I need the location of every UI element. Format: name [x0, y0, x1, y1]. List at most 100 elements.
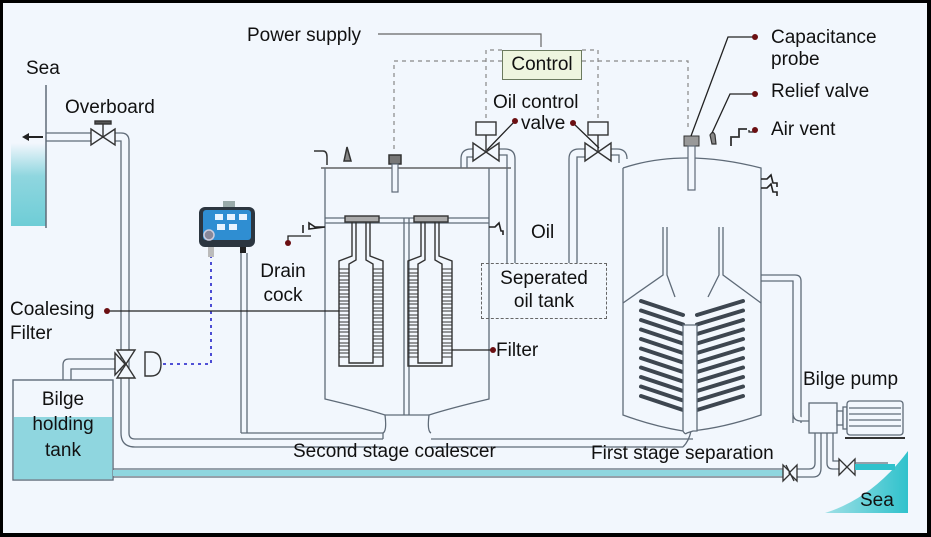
control-signal-lines	[393, 49, 689, 153]
three-way-valve-icon	[114, 349, 162, 379]
separated-oil-tank	[481, 263, 607, 319]
filter-rib	[338, 282, 350, 288]
coalescing-filter-element-right	[407, 215, 453, 367]
filter-rib	[407, 324, 419, 330]
oil-pipes	[460, 148, 628, 263]
separator-plate	[695, 308, 745, 327]
bilge-holding-tank-label-line2: holding	[32, 414, 94, 435]
filter-rib	[372, 303, 384, 309]
control-box: Control	[502, 50, 582, 80]
separator-plate	[695, 337, 745, 355]
separator-plate	[695, 365, 745, 384]
filter-rib	[441, 331, 453, 337]
oil-label: Oil	[531, 222, 555, 243]
power-supply-line	[378, 33, 542, 47]
separator-plate	[695, 356, 745, 374]
air-vent-icon	[730, 128, 747, 146]
bilge-suction-line	[113, 468, 783, 478]
discharge-valve-icon	[838, 457, 856, 477]
filter-label: Filter	[496, 340, 539, 361]
filter-rib	[338, 345, 350, 351]
filter-rib	[407, 289, 419, 295]
separator-plate	[695, 384, 745, 403]
central-downcomer	[682, 324, 698, 435]
oil-control-valve-label-line2: valve	[521, 113, 566, 134]
filter-rib	[338, 324, 350, 330]
filter-rib	[441, 324, 453, 330]
separator-plate	[639, 356, 685, 374]
filter-rib	[338, 352, 350, 358]
coalescer-top-fittings	[314, 146, 402, 193]
power-supply-label: Power supply	[247, 25, 362, 46]
filter-rib	[441, 310, 453, 316]
filter-rib	[441, 289, 453, 295]
drain-cock-icon	[302, 221, 504, 235]
separator-plate	[695, 394, 745, 412]
oil-control-valve-label-line1: Oil control	[493, 92, 579, 113]
three-way-valve-pipes	[62, 358, 115, 380]
coalesing-filter-label-line1: Coalesing	[10, 299, 95, 320]
filter-rib	[338, 275, 350, 281]
second-stage-coalescer	[321, 167, 693, 448]
separated-oil-tank-label-line2: oil tank	[513, 291, 575, 312]
filter-rib	[338, 268, 350, 274]
separator-plate	[639, 375, 685, 393]
overboard-pipe	[46, 132, 130, 433]
filter-rib	[407, 331, 419, 337]
filter-rib	[372, 282, 384, 288]
separator-plate	[695, 327, 745, 346]
separator-plate	[639, 346, 685, 365]
bilge-pump-label: Bilge pump	[803, 369, 899, 390]
pump-discharge-pipes	[797, 433, 839, 478]
separator-plate	[639, 318, 685, 336]
filter-rib	[338, 317, 350, 323]
filter-rib	[407, 268, 419, 274]
capacitance-probe-icon	[683, 135, 700, 191]
separator-plate	[639, 299, 685, 317]
filter-rib	[372, 296, 384, 302]
filter-rib	[441, 338, 453, 344]
relief-valve-label: Relief valve	[771, 81, 870, 102]
separator-plate	[639, 365, 685, 384]
capacitance-probe-label-line2: probe	[771, 49, 820, 70]
filter-rib	[441, 282, 453, 288]
monitor-sample-pipe	[240, 253, 248, 433]
filter-rib	[372, 338, 384, 344]
bilge-holding-tank-label-line3: tank	[45, 440, 81, 461]
filter-rib	[407, 338, 419, 344]
leader-dots	[104, 34, 758, 353]
sea-right-label: Sea	[860, 490, 894, 511]
second-stage-label: Second stage coalescer	[293, 441, 496, 462]
filter-rib	[407, 317, 419, 323]
separated-oil-tank-label-line1: Seperated	[500, 268, 588, 289]
sea-right	[825, 451, 908, 513]
filter-rib	[338, 338, 350, 344]
bilge-holding-tank-label-line1: Bilge	[41, 389, 85, 410]
filter-rib	[441, 268, 453, 274]
separator-plate	[639, 308, 685, 327]
separator-plate	[695, 346, 745, 365]
filter-rib	[441, 303, 453, 309]
filter-rib	[372, 289, 384, 295]
relief-valve-icon	[709, 131, 717, 145]
filter-rib	[372, 345, 384, 351]
coalesing-filter-label-line2: Filter	[10, 323, 53, 344]
filter-rib	[372, 268, 384, 274]
drain-cock-label-line2: cock	[263, 285, 303, 306]
coalescing-filter-element-left	[338, 215, 384, 367]
filter-rib	[372, 331, 384, 337]
test-cocks-icon	[761, 173, 778, 196]
filter-rib	[407, 352, 419, 358]
filter-rib	[407, 275, 419, 281]
separator-plate	[639, 337, 685, 355]
filter-rib	[407, 303, 419, 309]
oil-control-valve-right-icon	[584, 121, 612, 163]
oil-control-valve-left-icon	[472, 121, 500, 163]
separator-plate	[639, 394, 685, 412]
separator-plate-pack	[639, 299, 745, 412]
overboard-arrow-icon	[22, 133, 43, 141]
bilge-holding-tank	[12, 379, 114, 481]
filter-rib	[441, 296, 453, 302]
air-vent-label: Air vent	[771, 119, 836, 140]
filter-rib	[441, 345, 453, 351]
